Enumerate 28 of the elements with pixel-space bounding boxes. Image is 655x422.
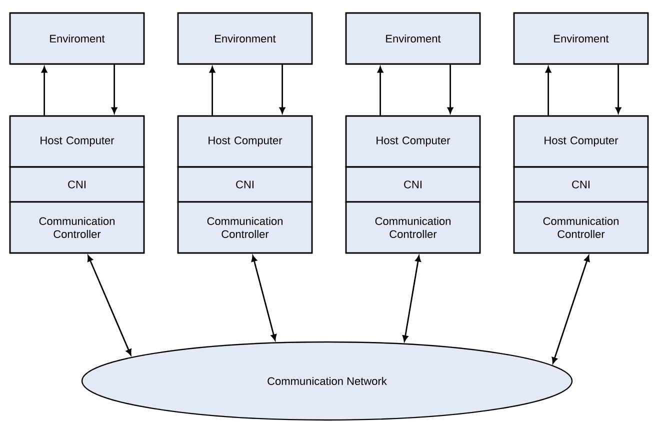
process-box: Enviroment <box>513 12 649 65</box>
process-box: CNI <box>177 166 313 203</box>
process-box: Enviroment <box>345 12 481 65</box>
arrow <box>402 255 421 342</box>
process-box: CNI <box>9 166 145 203</box>
process-box: CNI <box>513 166 649 203</box>
process-box: CNI <box>345 166 481 203</box>
arrow <box>615 64 622 114</box>
process-box: Environment <box>177 12 313 65</box>
process-box: Communication Controller <box>9 201 145 254</box>
arrow <box>377 66 384 116</box>
arrow <box>279 64 286 114</box>
process-box: Host Computer <box>9 115 145 168</box>
process-box: Communication Controller <box>513 201 649 254</box>
process-box: Communication Controller <box>177 201 313 254</box>
arrow <box>209 66 216 116</box>
process-box: Host Computer <box>345 115 481 168</box>
process-box: Enviroment <box>9 12 145 65</box>
arrow <box>111 64 118 114</box>
arrow <box>545 66 552 116</box>
arrow <box>87 255 132 356</box>
arrow <box>41 66 48 116</box>
process-box: Communication Controller <box>345 201 481 254</box>
arrow <box>251 255 277 341</box>
arrow <box>447 64 454 114</box>
process-box: Host Computer <box>177 115 313 168</box>
arrow <box>552 255 590 364</box>
process-box: Host Computer <box>513 115 649 168</box>
